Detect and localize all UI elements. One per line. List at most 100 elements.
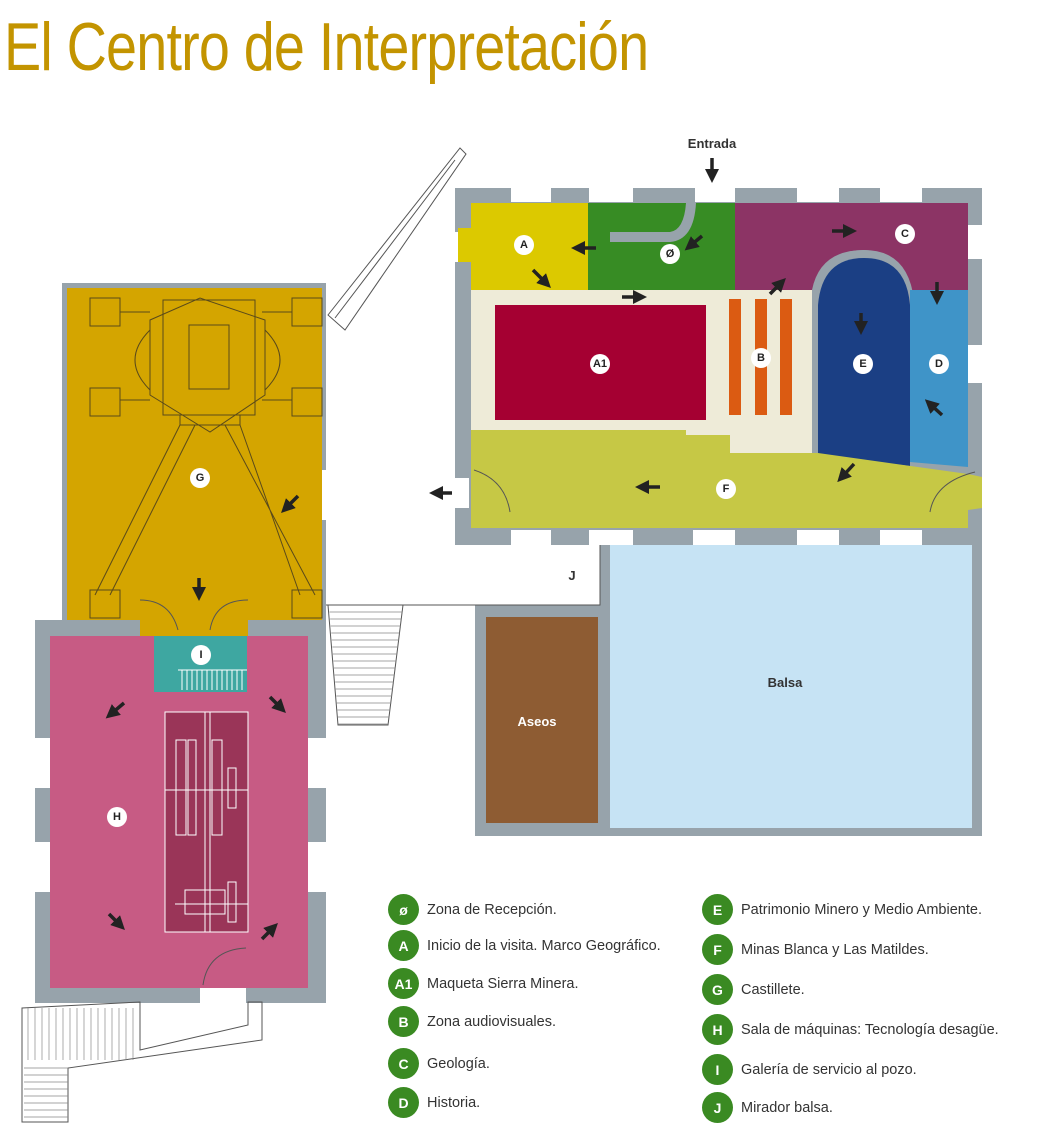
svg-text:G: G xyxy=(196,472,205,484)
page-title: El Centro de Interpretación xyxy=(4,9,649,85)
legend-badge: A xyxy=(388,930,419,961)
zone-a-door xyxy=(458,228,478,262)
legend-badge: A1 xyxy=(388,968,419,999)
marker-zero: Ø xyxy=(660,244,680,264)
route-arrow-icon xyxy=(107,912,125,930)
zone-c xyxy=(735,203,968,290)
balsa-label: Balsa xyxy=(768,675,803,690)
legend-item: C Geología. xyxy=(388,1048,490,1079)
door-swings xyxy=(473,469,976,513)
route-arrow-icon xyxy=(268,695,286,713)
zone-markers: Ø A A1 B C D E F G H I xyxy=(107,224,949,827)
legend-text: Maqueta Sierra Minera. xyxy=(427,975,579,992)
legend-badge: B xyxy=(388,1006,419,1037)
passage-doors xyxy=(139,599,249,631)
legend-item: G Castillete. xyxy=(702,974,805,1005)
legend-item: J Mirador balsa. xyxy=(702,1092,833,1123)
svg-text:Ø: Ø xyxy=(666,248,675,260)
svg-text:E: E xyxy=(859,358,866,370)
legend-item: F Minas Blanca y Las Matildes. xyxy=(702,934,929,965)
passage-g-h xyxy=(140,600,248,636)
headframe-drawing xyxy=(89,297,323,619)
legend-text: Zona audiovisuales. xyxy=(427,1013,556,1030)
access-ramp xyxy=(327,147,467,331)
legend-text: Castillete. xyxy=(741,981,805,998)
legend-text: Geología. xyxy=(427,1055,490,1072)
sala-exit xyxy=(200,988,246,1004)
marker-c: C xyxy=(895,224,915,244)
route-arrow-icon xyxy=(768,278,786,296)
legend-badge: ø xyxy=(388,894,419,925)
svg-text:D: D xyxy=(935,358,943,370)
route-arrow-icon xyxy=(837,462,856,483)
stairs-i xyxy=(178,669,247,690)
balsa-pool xyxy=(610,545,972,828)
legend-badge: G xyxy=(702,974,733,1005)
svg-text:F: F xyxy=(723,483,730,495)
sala-exit-door xyxy=(202,947,247,986)
legend-item: A1 Maqueta Sierra Minera. xyxy=(388,968,579,999)
marker-a1: A1 xyxy=(590,354,610,374)
legend-text: Galería de servicio al pozo. xyxy=(741,1061,917,1078)
legend-badge: F xyxy=(702,934,733,965)
legend-badge: H xyxy=(702,1014,733,1045)
svg-text:I: I xyxy=(199,649,202,661)
marker-b: B xyxy=(751,348,771,368)
marker-i: I xyxy=(191,645,211,665)
legend-item: ø Zona de Recepción. xyxy=(388,894,557,925)
stairs-h xyxy=(21,1001,263,1123)
zone-g-castillete xyxy=(67,288,322,621)
entrance-label: Entrada xyxy=(688,136,737,151)
legend-text: Inicio de la visita. Marco Geográfico. xyxy=(427,937,661,954)
legend-item: A Inicio de la visita. Marco Geográfico. xyxy=(388,930,661,961)
legend-item: E Patrimonio Minero y Medio Ambiente. xyxy=(702,894,982,925)
route-arrow-icon xyxy=(924,399,944,417)
zone-d xyxy=(910,290,968,467)
marker-g: G xyxy=(190,468,210,488)
svg-text:H: H xyxy=(113,811,121,823)
marker-d: D xyxy=(929,354,949,374)
legend-text: Mirador balsa. xyxy=(741,1099,833,1116)
mirador-outline xyxy=(326,545,601,606)
svg-text:B: B xyxy=(757,352,765,364)
legend-badge: J xyxy=(702,1092,733,1123)
marker-a: A xyxy=(514,235,534,255)
route-arrow-icon xyxy=(281,494,300,513)
svg-text:A1: A1 xyxy=(593,358,607,370)
legend-text: Sala de máquinas: Tecnología desagüe. xyxy=(741,1021,999,1038)
window-gaps xyxy=(455,188,982,545)
legend-item: I Galería de servicio al pozo. xyxy=(702,1054,917,1085)
reception-desk xyxy=(610,203,696,242)
zone-f xyxy=(471,430,982,528)
legend-item: H Sala de máquinas: Tecnología desagüe. xyxy=(702,1014,999,1045)
legend-text: Patrimonio Minero y Medio Ambiente. xyxy=(741,901,982,918)
route-arrow-icon xyxy=(260,923,278,941)
zone-zero-reception xyxy=(588,203,735,290)
marker-e: E xyxy=(853,354,873,374)
svg-text:C: C xyxy=(901,228,909,240)
svg-text:A: A xyxy=(520,239,528,251)
sala-window-gaps xyxy=(35,738,326,892)
legend-badge: C xyxy=(388,1048,419,1079)
route-arrow-icon xyxy=(531,268,551,288)
legend-item: B Zona audiovisuales. xyxy=(388,1006,556,1037)
legend-text: Minas Blanca y Las Matildes. xyxy=(741,941,929,958)
marker-f: F xyxy=(716,479,736,499)
legend-badge: E xyxy=(702,894,733,925)
legend-text: Zona de Recepción. xyxy=(427,901,557,918)
marker-h: H xyxy=(107,807,127,827)
stairs-g xyxy=(327,604,404,726)
route-arrow-icon xyxy=(684,234,704,251)
aseos-room xyxy=(486,617,598,823)
zone-j-label: J xyxy=(568,568,575,583)
route-arrow-icon xyxy=(105,701,126,719)
legend-badge: D xyxy=(388,1087,419,1118)
route-arrows xyxy=(105,158,944,941)
castillete-opening xyxy=(322,470,328,520)
legend-badge: I xyxy=(702,1054,733,1085)
aseos-label: Aseos xyxy=(517,714,556,729)
machine-drawing xyxy=(164,711,249,933)
